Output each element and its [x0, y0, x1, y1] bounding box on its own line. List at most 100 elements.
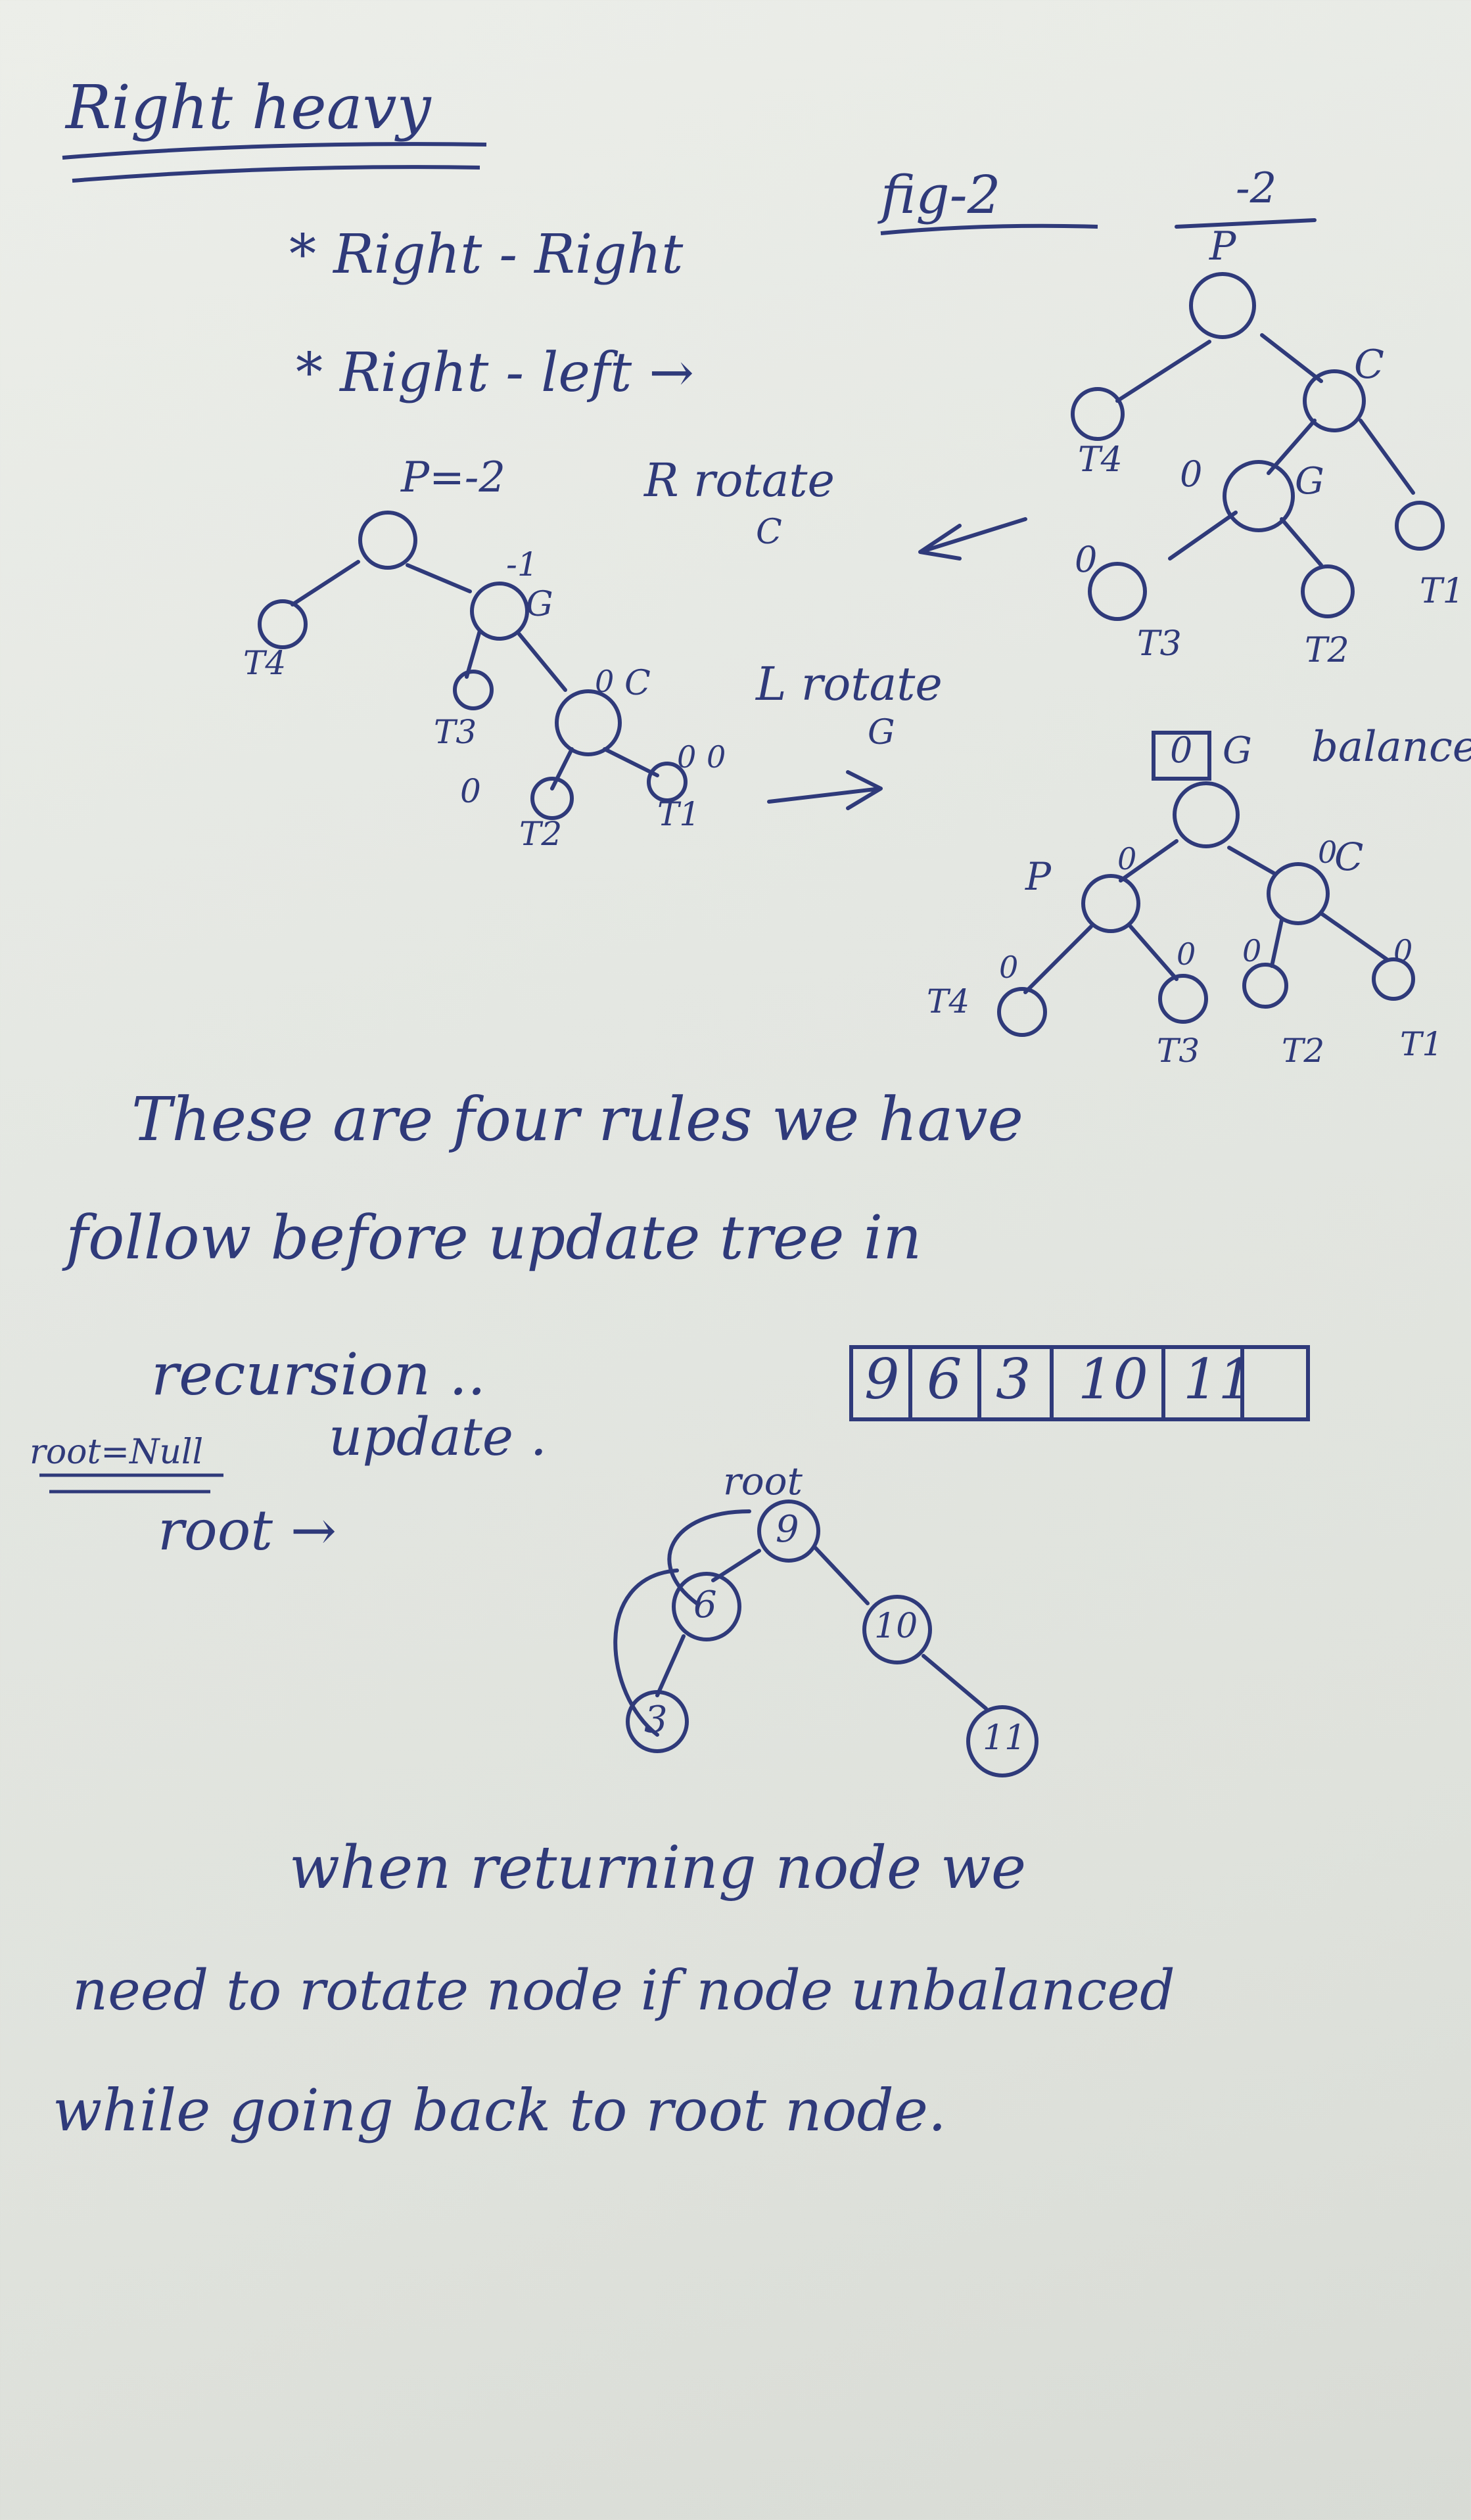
bst-root-label: root — [723, 1459, 803, 1503]
subtree-t4 — [1071, 387, 1125, 441]
label-c-bal: C — [1334, 835, 1364, 879]
subtree-t4 — [258, 599, 308, 649]
case-right-left: * Right - left → — [296, 342, 694, 404]
label-t4-bal: T4 — [927, 982, 970, 1020]
bst-value-6: 6 — [693, 1584, 717, 1626]
root-null-label: root=Null — [30, 1432, 204, 1472]
bst-node-11 — [966, 1705, 1039, 1777]
para1-line3: recursion .. — [151, 1340, 486, 1408]
balance-t1-bal: 0 — [1393, 933, 1413, 969]
para1-line1: These are four rules we have — [131, 1084, 1023, 1155]
subtree-t1 — [1395, 501, 1445, 551]
fig-reference: fig-2 — [881, 164, 1001, 225]
label-t2-mid: T2 — [519, 815, 563, 853]
label-t1-bal: T1 — [1400, 1025, 1443, 1063]
para2-line2: need to rotate node if node unbalanced — [72, 1958, 1175, 2023]
bst-value-11: 11 — [983, 1718, 1027, 1758]
balance-minus-2: -2 — [1236, 164, 1277, 213]
node-c — [555, 689, 622, 756]
balance-p: P=-2 — [401, 453, 506, 502]
node-c — [1303, 369, 1366, 432]
root-arrow-label: root → — [158, 1498, 337, 1563]
r-rotate-node: C — [756, 513, 782, 552]
label-p: P — [1209, 223, 1236, 269]
label-t4-mid: T4 — [243, 644, 287, 682]
balance-p-bal: 0 — [1117, 841, 1137, 877]
label-c: C — [1354, 342, 1384, 388]
balance-c-mid: 0 — [595, 664, 615, 699]
label-g-mid: G — [526, 585, 553, 624]
subtree-t3 — [1088, 562, 1147, 621]
label-g-bal: G — [1223, 729, 1252, 772]
node-p — [1081, 874, 1140, 933]
balance-t1-mid: 0 — [707, 739, 726, 775]
root-balance-box — [1152, 731, 1211, 781]
para2-line3: while going back to root node. — [53, 2076, 946, 2144]
tree-top-right — [1071, 218, 1445, 621]
tree-balanced — [997, 731, 1415, 1037]
balance-root: 0 — [1170, 729, 1193, 771]
subtree-t4 — [997, 987, 1047, 1037]
tree-bst — [613, 1500, 1039, 1777]
subtree-t3 — [453, 670, 494, 710]
bst-node-9 — [757, 1500, 820, 1563]
subtree-t2 — [530, 777, 574, 820]
array-cell-4: 11 — [1183, 1347, 1253, 1411]
label-t1-mid: T1 — [657, 795, 701, 833]
para1-line2: follow before update tree in — [66, 1203, 922, 1273]
tree-middle-left — [258, 511, 688, 820]
l-rotate-label: L rotate — [756, 657, 943, 711]
subtree-t2 — [1301, 564, 1355, 618]
r-rotate-label: R rotate — [644, 453, 835, 507]
balance-t2-bal: 0 — [1242, 933, 1262, 969]
array-cell-2: 3 — [996, 1347, 1031, 1411]
subtree-t1 — [647, 762, 688, 802]
bst-node-3 — [626, 1690, 689, 1753]
page-heading: Right heavy — [66, 72, 431, 143]
label-c-mid: C — [624, 664, 651, 703]
balance-c-bal: 0 — [1318, 835, 1338, 870]
node-g — [1173, 781, 1240, 848]
balance-t3-mid: 0 — [460, 772, 481, 810]
node-c — [1267, 862, 1330, 925]
subtree-t3 — [1158, 974, 1208, 1024]
label-t4: T4 — [1078, 440, 1123, 480]
case-right-right: * Right - Right — [289, 223, 684, 286]
balance-g: 0 — [1180, 453, 1203, 495]
array-cell-1: 6 — [927, 1347, 962, 1411]
node-p — [358, 511, 417, 570]
bst-value-9: 9 — [776, 1508, 799, 1551]
balance-t3: 0 — [1075, 539, 1098, 580]
label-t3: T3 — [1137, 624, 1182, 664]
balanced-label: balanced — [1311, 723, 1471, 771]
array-cell-3: 10 — [1078, 1347, 1148, 1411]
balance-t3-bal: 0 — [1177, 936, 1196, 972]
bst-value-10: 10 — [874, 1607, 918, 1646]
balance-t4-bal: 0 — [999, 950, 1019, 985]
node-g — [470, 582, 529, 641]
label-t3-mid: T3 — [434, 713, 477, 751]
l-rotate-node: G — [868, 713, 895, 752]
label-t3-bal: T3 — [1157, 1032, 1200, 1070]
para1-line4: update . — [329, 1406, 547, 1467]
bst-node-10 — [862, 1595, 932, 1664]
node-p — [1189, 272, 1256, 339]
label-t2: T2 — [1305, 631, 1349, 670]
arrow-l-rotate — [767, 770, 883, 810]
subtree-t1 — [1372, 957, 1415, 1001]
array-box — [849, 1345, 1310, 1421]
balance-g-mid: -1 — [506, 545, 538, 584]
bst-node-6 — [672, 1572, 741, 1641]
bst-value-3: 3 — [644, 1699, 668, 1741]
para2-line1: when returning node we — [289, 1833, 1027, 1902]
label-g: G — [1295, 460, 1324, 503]
label-t2-bal: T2 — [1282, 1032, 1325, 1070]
array-cell-0: 9 — [864, 1347, 900, 1411]
balance-t2-mid: 0 — [677, 739, 697, 775]
subtree-t2 — [1242, 963, 1288, 1009]
node-g — [1223, 460, 1295, 532]
arrow-r-rotate — [918, 517, 1027, 561]
